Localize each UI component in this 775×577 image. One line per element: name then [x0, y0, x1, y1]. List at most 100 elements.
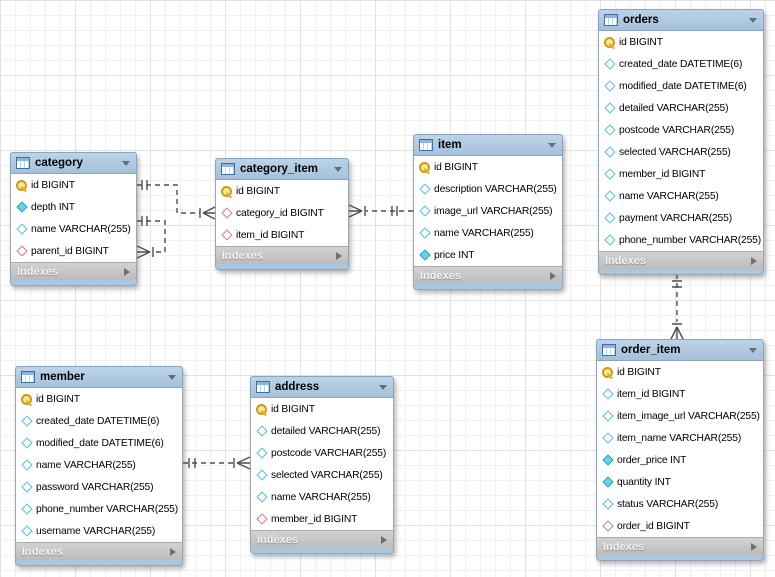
table-address[interactable]: address id BIGINT detailed VARCHAR(255) … — [250, 376, 394, 554]
relationship-category-self[interactable] — [136, 216, 166, 259]
column-type-icon — [602, 410, 614, 422]
relationship-item-category_item[interactable] — [348, 204, 413, 218]
table-item[interactable]: item id BIGINT description VARCHAR(255) … — [413, 134, 563, 290]
table-category_item[interactable]: category_item id BIGINT category_id BIGI… — [215, 158, 349, 270]
indexes-label: Indexes — [22, 545, 63, 558]
indexes-bar[interactable]: Indexes — [215, 246, 349, 264]
column-row[interactable]: phone_number VARCHAR(255) — [599, 229, 763, 251]
column-row[interactable]: image_url VARCHAR(255) — [414, 200, 562, 222]
table-header[interactable]: item — [413, 134, 563, 156]
collapse-arrow-icon[interactable] — [749, 17, 757, 23]
column-row[interactable]: selected VARCHAR(255) — [251, 464, 393, 486]
column-type-icon — [21, 415, 33, 427]
column-type-icon — [602, 520, 614, 532]
column-row[interactable]: order_price INT — [597, 449, 763, 471]
column-label: item_image_url VARCHAR(255) — [617, 410, 760, 422]
column-row[interactable]: modified_date DATETIME(6) — [599, 75, 763, 97]
indexes-bar[interactable]: Indexes — [598, 251, 764, 269]
indexes-bar[interactable]: Indexes — [413, 266, 563, 284]
column-type-icon — [419, 183, 431, 195]
column-row[interactable]: id BIGINT — [597, 361, 763, 383]
column-row[interactable]: item_id BIGINT — [597, 383, 763, 405]
column-row[interactable]: item_name VARCHAR(255) — [597, 427, 763, 449]
relationship-member-address[interactable] — [183, 456, 251, 470]
column-row[interactable]: name VARCHAR(255) — [599, 185, 763, 207]
column-row[interactable]: quantity INT — [597, 471, 763, 493]
table-member[interactable]: member id BIGINT created_date DATETIME(6… — [15, 366, 183, 566]
collapse-arrow-icon[interactable] — [548, 142, 556, 148]
column-row[interactable]: created_date DATETIME(6) — [599, 53, 763, 75]
column-row[interactable]: member_id BIGINT — [599, 163, 763, 185]
column-row[interactable]: password VARCHAR(255) — [16, 476, 182, 498]
column-label: selected VARCHAR(255) — [619, 146, 731, 158]
column-row[interactable]: postcode VARCHAR(255) — [599, 119, 763, 141]
column-label: modified_date DATETIME(6) — [36, 437, 164, 449]
column-row[interactable]: member_id BIGINT — [251, 508, 393, 530]
table-header[interactable]: category — [10, 152, 137, 174]
column-row[interactable]: postcode VARCHAR(255) — [251, 442, 393, 464]
indexes-bar[interactable]: Indexes — [10, 262, 137, 280]
column-row[interactable]: id BIGINT — [216, 180, 348, 202]
table-title: order_item — [621, 344, 681, 356]
collapse-arrow-icon[interactable] — [334, 166, 342, 172]
column-row[interactable]: description VARCHAR(255) — [414, 178, 562, 200]
table-header[interactable]: orders — [598, 9, 764, 31]
column-row[interactable]: name VARCHAR(255) — [16, 454, 182, 476]
collapse-arrow-icon[interactable] — [749, 347, 757, 353]
column-row[interactable]: created_date DATETIME(6) — [16, 410, 182, 432]
column-row[interactable]: depth INT — [11, 196, 136, 218]
table-orders[interactable]: orders id BIGINT created_date DATETIME(6… — [598, 9, 764, 275]
table-header[interactable]: member — [15, 366, 183, 388]
column-type-icon — [602, 366, 614, 378]
table-order_item[interactable]: order_item id BIGINT item_id BIGINT item… — [596, 339, 764, 561]
column-row[interactable]: username VARCHAR(255) — [16, 520, 182, 542]
table-bottom-strip — [596, 555, 764, 561]
column-row[interactable]: parent_id BIGINT — [11, 240, 136, 262]
collapse-arrow-icon[interactable] — [168, 374, 176, 380]
column-type-icon — [16, 245, 28, 257]
indexes-bar[interactable]: Indexes — [596, 537, 764, 555]
relationship-category-category_item[interactable] — [137, 180, 216, 220]
column-row[interactable]: name VARCHAR(255) — [414, 222, 562, 244]
column-row[interactable]: id BIGINT — [414, 156, 562, 178]
indexes-bar[interactable]: Indexes — [250, 530, 394, 548]
relationship-orders-order_item[interactable] — [670, 274, 684, 340]
column-row[interactable]: item_id BIGINT — [216, 224, 348, 246]
table-header[interactable]: category_item — [215, 158, 349, 180]
column-row[interactable]: order_id BIGINT — [597, 515, 763, 537]
column-label: detailed VARCHAR(255) — [271, 425, 381, 437]
column-row[interactable]: id BIGINT — [11, 174, 136, 196]
column-row[interactable]: status VARCHAR(255) — [597, 493, 763, 515]
table-header[interactable]: address — [250, 376, 394, 398]
column-row[interactable]: modified_date DATETIME(6) — [16, 432, 182, 454]
table-header[interactable]: order_item — [596, 339, 764, 361]
column-type-icon — [256, 403, 268, 415]
table-bottom-strip — [215, 264, 349, 270]
column-row[interactable]: payment VARCHAR(255) — [599, 207, 763, 229]
column-row[interactable]: detailed VARCHAR(255) — [599, 97, 763, 119]
column-row[interactable]: item_image_url VARCHAR(255) — [597, 405, 763, 427]
column-row[interactable]: id BIGINT — [599, 31, 763, 53]
column-type-icon — [256, 447, 268, 459]
column-row[interactable]: selected VARCHAR(255) — [599, 141, 763, 163]
column-type-icon — [21, 503, 33, 515]
collapse-arrow-icon[interactable] — [379, 384, 387, 390]
table-title: member — [40, 371, 85, 383]
collapse-arrow-icon[interactable] — [122, 160, 130, 166]
column-row[interactable]: id BIGINT — [251, 398, 393, 420]
expand-arrow-icon — [381, 535, 387, 544]
column-row[interactable]: name VARCHAR(255) — [251, 486, 393, 508]
column-row[interactable]: name VARCHAR(255) — [11, 218, 136, 240]
indexes-bar[interactable]: Indexes — [15, 542, 183, 560]
column-row[interactable]: detailed VARCHAR(255) — [251, 420, 393, 442]
table-category[interactable]: category id BIGINT depth INT name VARCHA… — [10, 152, 137, 286]
column-label: order_price INT — [617, 454, 687, 466]
column-row[interactable]: id BIGINT — [16, 388, 182, 410]
column-row[interactable]: phone_number VARCHAR(255) — [16, 498, 182, 520]
column-row[interactable]: price INT — [414, 244, 562, 266]
column-label: id BIGINT — [36, 393, 80, 405]
column-row[interactable]: category_id BIGINT — [216, 202, 348, 224]
indexes-label: Indexes — [17, 265, 58, 278]
column-label: name VARCHAR(255) — [31, 223, 131, 235]
